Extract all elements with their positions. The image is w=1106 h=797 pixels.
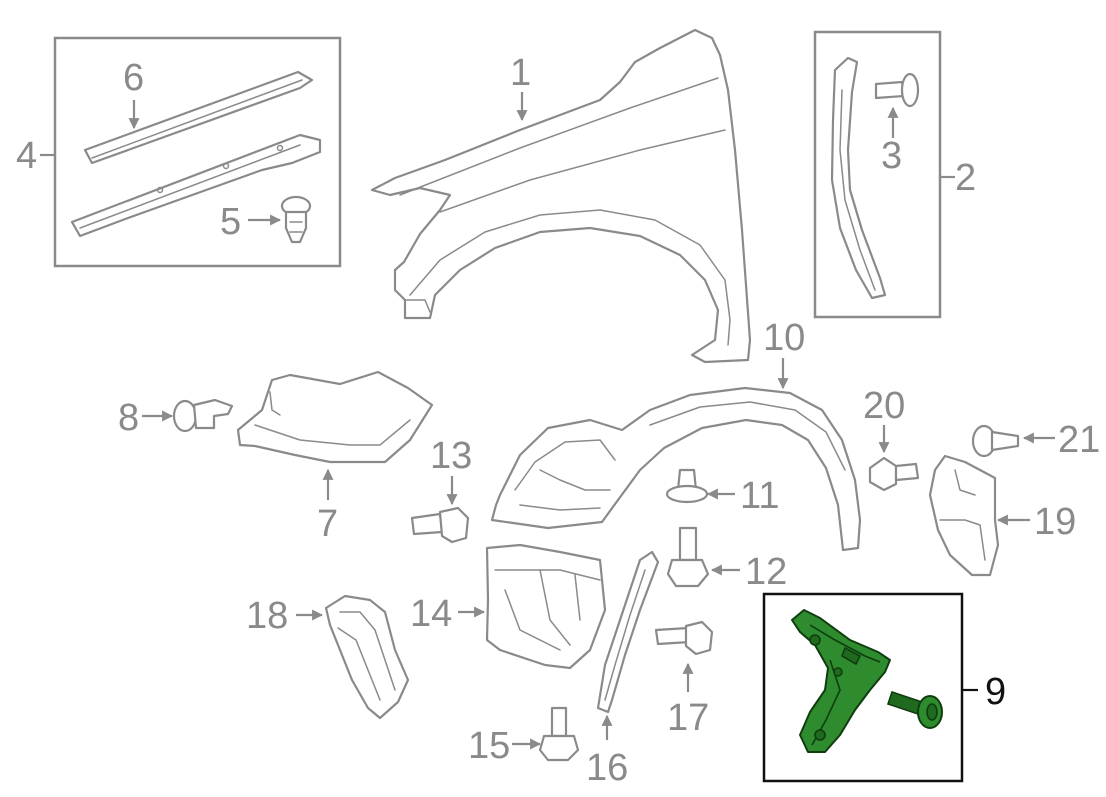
part-8-clip[interactable] bbox=[172, 398, 234, 433]
callout-13: 13 bbox=[430, 435, 472, 477]
part-17-bolt[interactable] bbox=[654, 620, 714, 656]
part-19-flap[interactable] bbox=[928, 454, 1000, 577]
callout-21: 21 bbox=[1058, 419, 1100, 461]
callout-9: 9 bbox=[985, 671, 1006, 713]
part-12-bolt[interactable] bbox=[666, 526, 710, 588]
callout-15: 15 bbox=[468, 725, 510, 767]
callout-14: 14 bbox=[410, 593, 452, 635]
part-4-rail[interactable] bbox=[70, 133, 322, 238]
callout-12: 12 bbox=[745, 551, 787, 593]
callout-19: 19 bbox=[1034, 501, 1076, 543]
callout-4: 4 bbox=[16, 135, 37, 177]
part-15-bolt[interactable] bbox=[538, 706, 580, 762]
callout-3: 3 bbox=[881, 135, 902, 177]
part-3-clip[interactable] bbox=[874, 72, 920, 108]
callout-5: 5 bbox=[220, 201, 241, 243]
part-13-bolt[interactable] bbox=[410, 506, 470, 544]
part-2-seal[interactable] bbox=[830, 56, 887, 300]
part-7-shield[interactable] bbox=[236, 370, 434, 464]
callout-6: 6 bbox=[123, 57, 144, 99]
part-18-bracket[interactable] bbox=[324, 594, 410, 720]
group-box-9 bbox=[762, 592, 964, 783]
group-box-4 bbox=[53, 36, 342, 268]
part-16-strip[interactable] bbox=[596, 550, 660, 714]
part-11-clip[interactable] bbox=[665, 468, 709, 504]
callout-17: 17 bbox=[667, 697, 709, 739]
callout-1: 1 bbox=[510, 52, 531, 94]
callout-2: 2 bbox=[955, 157, 976, 199]
callout-11: 11 bbox=[740, 475, 779, 517]
callout-18: 18 bbox=[246, 595, 288, 637]
callout-10: 10 bbox=[763, 317, 805, 359]
callout-16: 16 bbox=[586, 747, 628, 789]
part-1-fender[interactable] bbox=[370, 28, 752, 364]
callout-8: 8 bbox=[118, 397, 139, 439]
callout-20: 20 bbox=[863, 385, 905, 427]
group-box-2 bbox=[813, 30, 942, 319]
part-21-clip[interactable] bbox=[971, 424, 1020, 458]
part-10-liner[interactable] bbox=[490, 386, 862, 552]
part-14-shield[interactable] bbox=[485, 543, 607, 670]
callout-7: 7 bbox=[317, 503, 338, 545]
part-20-bolt[interactable] bbox=[868, 456, 920, 492]
part-6-strip[interactable] bbox=[83, 70, 314, 165]
part-9-bracket[interactable] bbox=[791, 609, 891, 753]
part-5-clip[interactable] bbox=[280, 195, 312, 244]
part-9-bolt[interactable] bbox=[886, 690, 943, 729]
